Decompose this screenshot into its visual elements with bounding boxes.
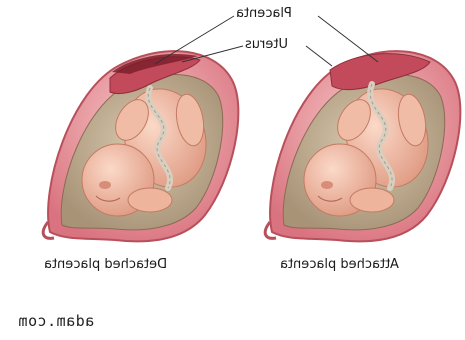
leader-placenta-right: [318, 16, 378, 62]
label-uterus: Uterus: [245, 37, 288, 52]
uterus-detached: [43, 51, 238, 241]
uterus-attached: [265, 51, 460, 241]
caption-attached: Attached placenta: [280, 257, 399, 272]
credit-text: adam.com: [18, 312, 94, 330]
leader-uterus-right: [306, 46, 332, 66]
caption-detached: Detached placenta: [44, 257, 167, 272]
label-placenta: Placenta: [236, 6, 292, 21]
